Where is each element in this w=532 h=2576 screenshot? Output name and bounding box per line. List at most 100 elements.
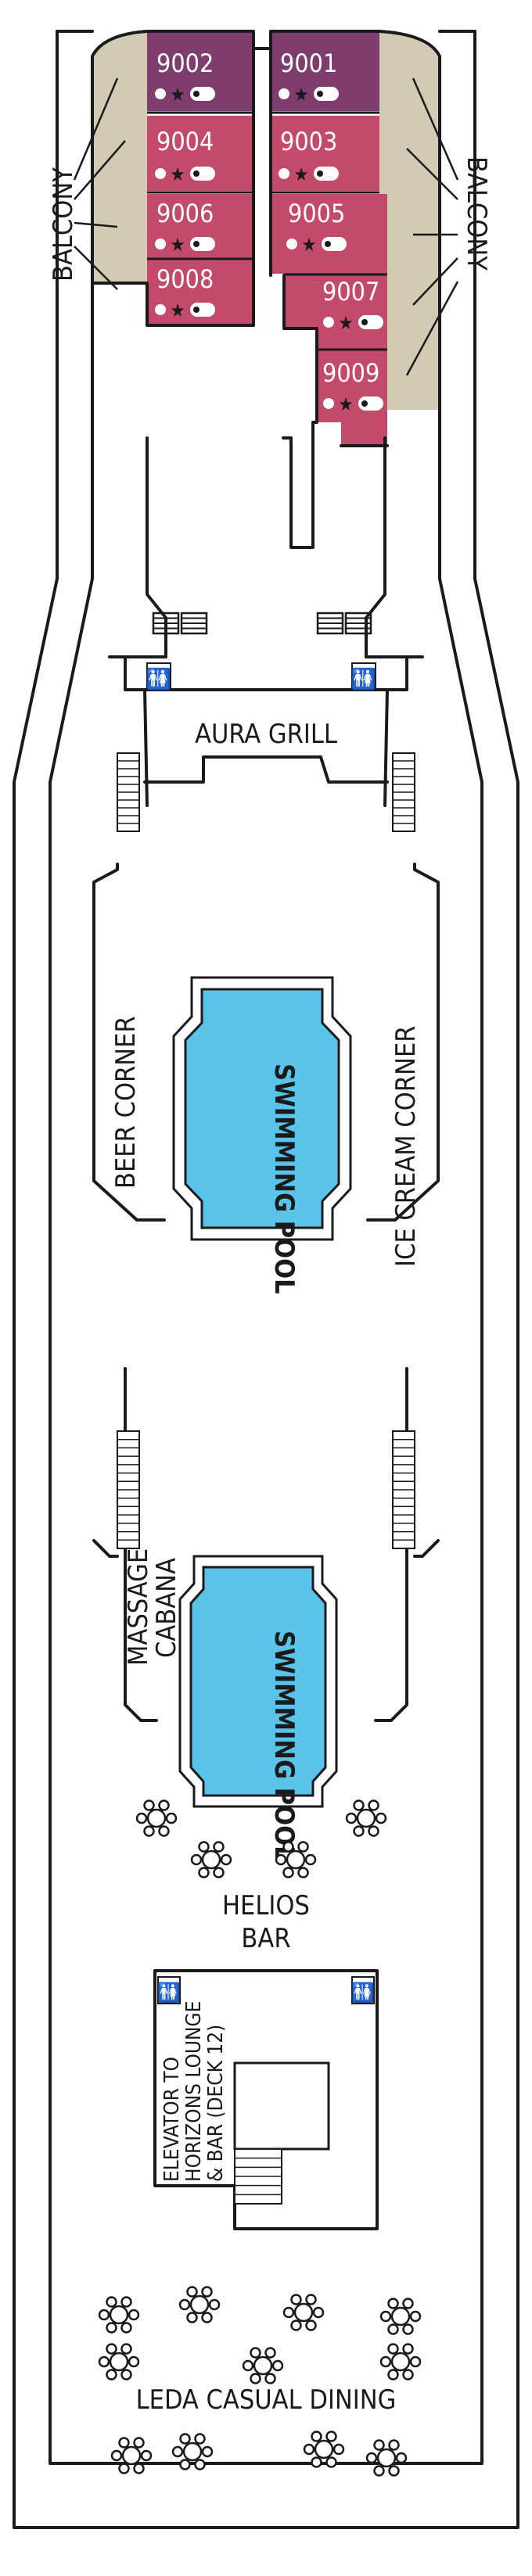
star-icon: ★ <box>170 163 185 185</box>
stairs-aft <box>234 2148 282 2205</box>
restroom-glyph: 🚻 <box>146 667 171 691</box>
cabin-number: 9004 <box>156 127 214 156</box>
pill-dot <box>361 319 368 325</box>
cabin-9009[interactable] <box>317 350 387 446</box>
table-with-chairs-icon <box>379 2298 422 2335</box>
balcony-left-strip <box>92 31 147 283</box>
cabin-number: 9005 <box>288 199 345 228</box>
cabin-number: 9009 <box>322 358 379 388</box>
cabin-number: 9007 <box>322 277 379 307</box>
table-with-chairs-icon <box>242 2347 284 2384</box>
table-with-chairs-icon <box>98 2343 140 2380</box>
pill-icon <box>314 87 339 101</box>
star-icon: ★ <box>338 393 353 415</box>
table-with-chairs-icon <box>190 1841 232 1878</box>
table-with-chairs-icon <box>275 1841 317 1878</box>
restroom-icon <box>351 662 376 691</box>
dot-icon <box>155 88 166 99</box>
restroom-glyph: 🚻 <box>351 1982 375 2004</box>
stairs-midship <box>117 752 415 1549</box>
balcony-label-left: BALCONY <box>48 167 79 282</box>
dot-icon <box>155 168 166 179</box>
aura-grill[interactable]: AURA GRILL 🚻 🚻 <box>108 436 424 807</box>
table-with-chairs-icon <box>171 2433 214 2470</box>
dot-icon <box>279 168 289 179</box>
elevator-label-line3: & BAR (DECK 12) <box>204 2025 228 2182</box>
pill-dot <box>325 241 331 247</box>
ice-cream-corner-label: ICE CREAM CORNER <box>390 1025 422 1267</box>
table-with-chairs-icon <box>110 2437 153 2474</box>
helios-bar-label-line1: HELIOS <box>222 1890 310 1921</box>
pill-icon <box>358 396 383 411</box>
aura-grill-label: AURA GRILL <box>195 719 337 750</box>
elevator-label-line1: ELEVATOR TO <box>160 2057 184 2182</box>
cabin-number: 9006 <box>156 199 214 228</box>
swimming-pool-1[interactable]: SWIMMING POOL <box>172 976 352 1294</box>
stairs-bow <box>152 612 372 635</box>
dot-icon <box>155 304 166 315</box>
lido-area: BEER CORNER ICE CREAM CORNER <box>92 863 440 1722</box>
star-icon: ★ <box>170 300 185 321</box>
massage-cabana-label-line2: CABANA <box>151 1558 182 1658</box>
pill-dot <box>193 307 200 313</box>
cabin-labels: 9002 9001 9004 9003 9006 9005 9008 9007 … <box>156 48 379 388</box>
hull-outline <box>13 30 519 2529</box>
dot-icon <box>323 398 334 409</box>
restroom-glyph: 🚻 <box>351 667 376 691</box>
table-with-chairs-icon <box>303 2431 345 2468</box>
dot-icon <box>323 317 334 328</box>
elevator-block: 🚻 🚻 ELEVATOR TO HORIZONS LOUNGE & BAR (D… <box>153 1969 379 2230</box>
cabin-feature-icons: ★★★★★★★★★ <box>155 84 383 415</box>
table-with-chairs-icon <box>282 2294 325 2331</box>
pill-icon <box>190 87 215 101</box>
star-icon: ★ <box>301 234 316 256</box>
cabin-9005[interactable] <box>271 194 387 274</box>
table-with-chairs-icon <box>365 2439 408 2477</box>
pill-dot <box>361 400 368 407</box>
star-icon: ★ <box>293 84 308 106</box>
cabin-number: 9003 <box>280 127 337 156</box>
helios-bar-label-line2: BAR <box>241 1923 290 1954</box>
pill-dot <box>317 170 323 177</box>
elevator-icon[interactable] <box>233 2061 330 2151</box>
pill-icon <box>322 237 347 251</box>
elevator-label-line2: HORIZONS LOUNGE <box>182 2001 206 2182</box>
beer-corner-label: BEER CORNER <box>110 1016 142 1189</box>
star-icon: ★ <box>170 84 185 106</box>
cabin-number: 9008 <box>156 264 214 294</box>
bow-section <box>73 30 459 549</box>
pill-icon <box>190 167 215 181</box>
pill-icon <box>190 303 215 317</box>
star-icon: ★ <box>293 163 308 185</box>
pill-icon <box>358 315 383 329</box>
restroom-icon <box>146 662 171 691</box>
cabin-9007[interactable] <box>284 275 387 349</box>
pool-2-label: SWIMMING POOL <box>268 1631 300 1861</box>
leda-casual-dining-label: LEDA CASUAL DINING <box>136 2384 397 2416</box>
massage-cabana-label-line1: MASSAGE <box>123 1548 154 1666</box>
pill-dot <box>193 170 200 177</box>
table-with-chairs-icon <box>178 2286 221 2323</box>
table-with-chairs-icon <box>135 1799 178 1837</box>
star-icon: ★ <box>170 234 185 256</box>
table-with-chairs-icon <box>379 2343 422 2380</box>
cabin-number: 9002 <box>156 48 214 78</box>
balcony-right-strip <box>379 31 440 410</box>
leda-dining-tables <box>98 2286 422 2477</box>
helios-bar-tables <box>135 1799 387 1878</box>
pill-dot <box>193 241 200 247</box>
table-with-chairs-icon <box>98 2296 140 2334</box>
restroom-icon <box>157 1976 181 2004</box>
pill-icon <box>190 237 215 251</box>
cabin-number: 9001 <box>280 48 337 78</box>
restroom-icon <box>351 1976 375 2004</box>
pool-1-label: SWIMMING POOL <box>268 1064 300 1294</box>
pill-icon <box>314 167 339 181</box>
swimming-pool-2[interactable]: SWIMMING POOL <box>178 1555 338 1861</box>
dot-icon <box>286 239 297 249</box>
restroom-glyph: 🚻 <box>157 1982 181 2004</box>
dot-icon <box>279 88 289 99</box>
dot-icon <box>155 239 166 249</box>
pill-dot <box>193 91 200 97</box>
